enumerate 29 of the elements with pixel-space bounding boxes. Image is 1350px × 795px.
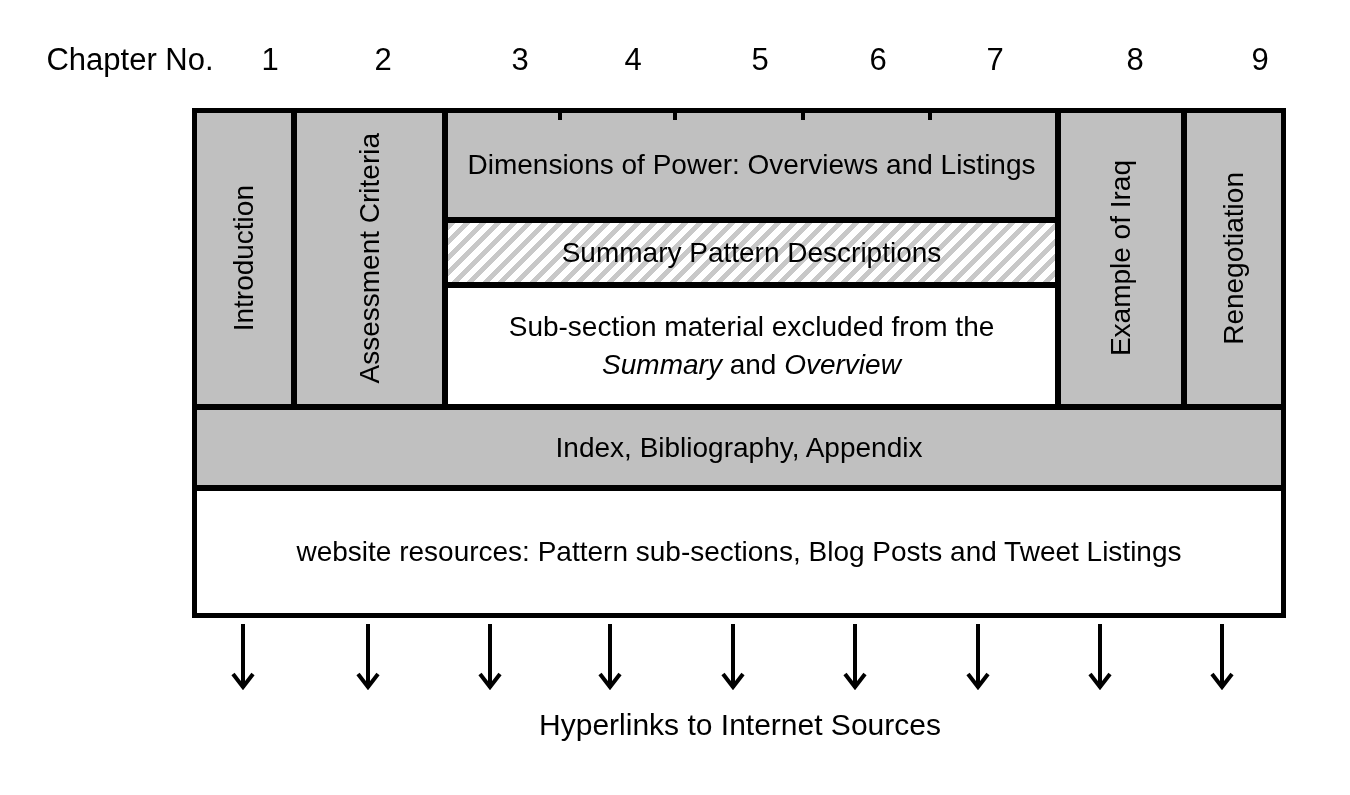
arrow — [721, 624, 745, 689]
arrow — [478, 624, 502, 689]
chapter-column: Assessment Criteria — [294, 108, 445, 407]
section-band: Index, Bibliography, Appendix — [192, 407, 1286, 488]
chapter-number: 8 — [1126, 42, 1144, 78]
chapter-number: 6 — [869, 42, 887, 78]
text-box: Sub-section material excluded from the Summary and Overview — [445, 285, 1058, 407]
chapter-number: 7 — [986, 42, 1004, 78]
section-band: website resources: Pattern sub-sections, Blog Posts and Tweet Listings — [192, 488, 1286, 618]
arrow — [843, 624, 867, 689]
chapter-number: 1 — [261, 42, 279, 78]
chapter-number: 3 — [511, 42, 529, 78]
chapter-column: Example of Iraq — [1058, 108, 1184, 407]
arrow — [1210, 624, 1234, 689]
chapter-column: Introduction — [192, 108, 294, 407]
chapter-column: Renegotiation — [1184, 108, 1286, 407]
chapter-number: 2 — [374, 42, 392, 78]
arrow — [356, 624, 380, 689]
arrow — [231, 624, 255, 689]
chapter-number: 4 — [624, 42, 642, 78]
chapter-number: 5 — [751, 42, 769, 78]
axis-title: Chapter No. — [46, 42, 214, 78]
caption-text: Hyperlinks to Internet Sources — [539, 708, 941, 742]
hatched-box: Summary Pattern Descriptions — [445, 220, 1058, 285]
arrow — [966, 624, 990, 689]
arrow — [1088, 624, 1112, 689]
chapter-number: 9 — [1251, 42, 1269, 78]
chapter-group-box: Dimensions of Power: Overviews and Listings — [445, 108, 1058, 220]
arrow — [598, 624, 622, 689]
